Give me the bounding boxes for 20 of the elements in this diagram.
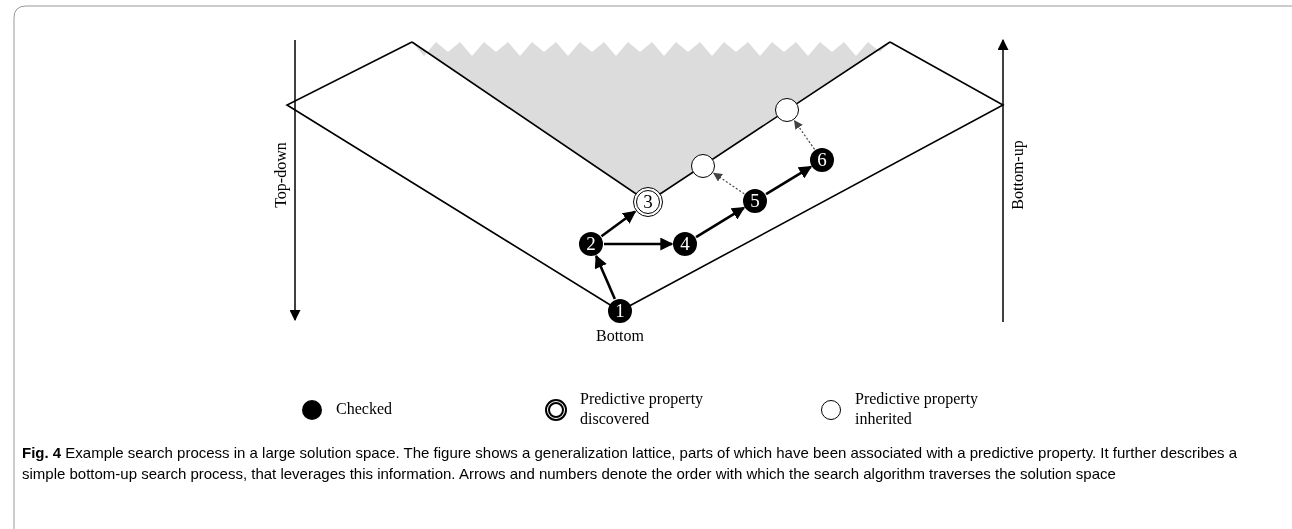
arrow <box>594 254 617 300</box>
node-caption: Bottom <box>595 327 645 345</box>
arrow <box>765 165 812 196</box>
axis-label: Top-down <box>271 141 291 210</box>
arrow <box>793 119 816 150</box>
caption: Fig. 4 Example search process in a large solution space. The figure shows a generalization lattice, parts of which have been associated with a predictive property. It further describes a simple bottom-up search process, that leverages this information. Arrows and numbers denote the order with which the search algorithm traverses the solution space <box>22 443 1239 484</box>
arrow <box>695 206 746 239</box>
legend-label: Checked <box>336 399 393 419</box>
checked-node: 6 <box>810 148 834 172</box>
legend-label: Predictive property discovered <box>580 389 705 429</box>
arrow <box>600 210 637 238</box>
empty-circle-node <box>691 154 715 178</box>
checked-node: 5 <box>743 189 767 213</box>
arrow <box>604 237 674 251</box>
arrow <box>713 172 745 195</box>
checked-node: 4 <box>673 232 697 256</box>
legend-label: Predictive property inherited <box>855 389 980 429</box>
checked-node: 1 <box>608 299 632 323</box>
checked-node: 2 <box>579 232 603 256</box>
axis-label: Bottom-up <box>1008 139 1028 212</box>
